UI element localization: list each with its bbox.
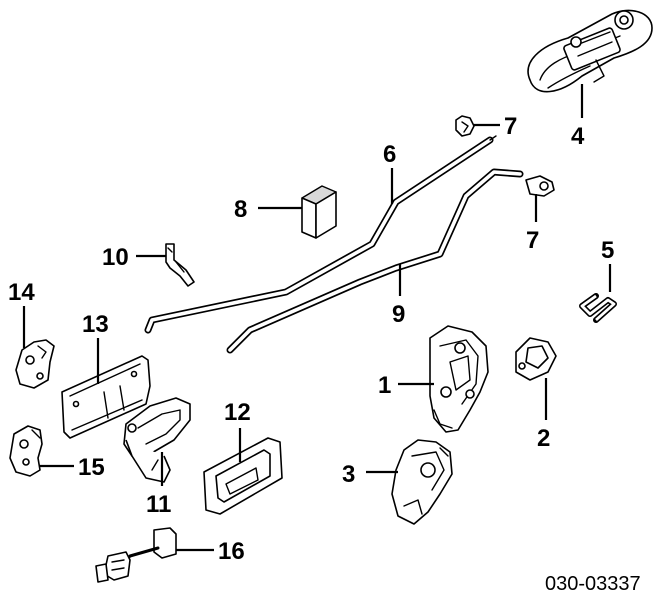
callout-labels: 4 7 6 8 7 10 5 9 14 13 1 2 12 3 15 11 16 bbox=[8, 113, 614, 565]
callout-3: 3 bbox=[342, 461, 355, 488]
rod-part-6 bbox=[144, 135, 497, 334]
clip-part-7-lower bbox=[525, 175, 555, 197]
callout-1: 1 bbox=[378, 372, 391, 399]
bracket-part-14 bbox=[15, 339, 55, 389]
rod-part-9 bbox=[226, 168, 524, 354]
callout-13: 13 bbox=[82, 311, 109, 338]
outside-handle-part-4 bbox=[527, 9, 653, 93]
actuator-part-3 bbox=[391, 439, 453, 525]
callout-12: 12 bbox=[224, 399, 251, 426]
callout-10: 10 bbox=[102, 244, 129, 271]
callout-15: 15 bbox=[78, 454, 105, 481]
callout-2: 2 bbox=[537, 425, 550, 452]
bracket-part-10 bbox=[165, 243, 195, 287]
callout-14: 14 bbox=[8, 279, 35, 306]
callout-7-upper: 7 bbox=[504, 113, 517, 140]
clip-part-7-upper bbox=[455, 115, 475, 137]
plate-part-13 bbox=[61, 355, 151, 439]
block-part-8 bbox=[301, 185, 337, 239]
callout-8: 8 bbox=[234, 196, 247, 223]
door-lock-part-1 bbox=[429, 325, 489, 433]
spring-clip-part-5 bbox=[579, 293, 617, 323]
callout-9: 9 bbox=[392, 301, 405, 328]
cable-part-16 bbox=[95, 527, 177, 583]
callout-4: 4 bbox=[571, 123, 585, 150]
bracket-part-15 bbox=[9, 425, 43, 477]
callout-7-lower: 7 bbox=[526, 227, 539, 254]
inside-handle-part-11 bbox=[123, 397, 191, 483]
callout-6: 6 bbox=[383, 141, 396, 168]
callout-11: 11 bbox=[146, 491, 171, 518]
bezel-part-12 bbox=[203, 437, 283, 515]
striker-part-2 bbox=[515, 337, 557, 381]
callout-16: 16 bbox=[218, 538, 245, 565]
leader-lines bbox=[22, 84, 612, 552]
diagram-code: 030-03337 bbox=[545, 573, 641, 595]
callout-5: 5 bbox=[601, 237, 614, 264]
